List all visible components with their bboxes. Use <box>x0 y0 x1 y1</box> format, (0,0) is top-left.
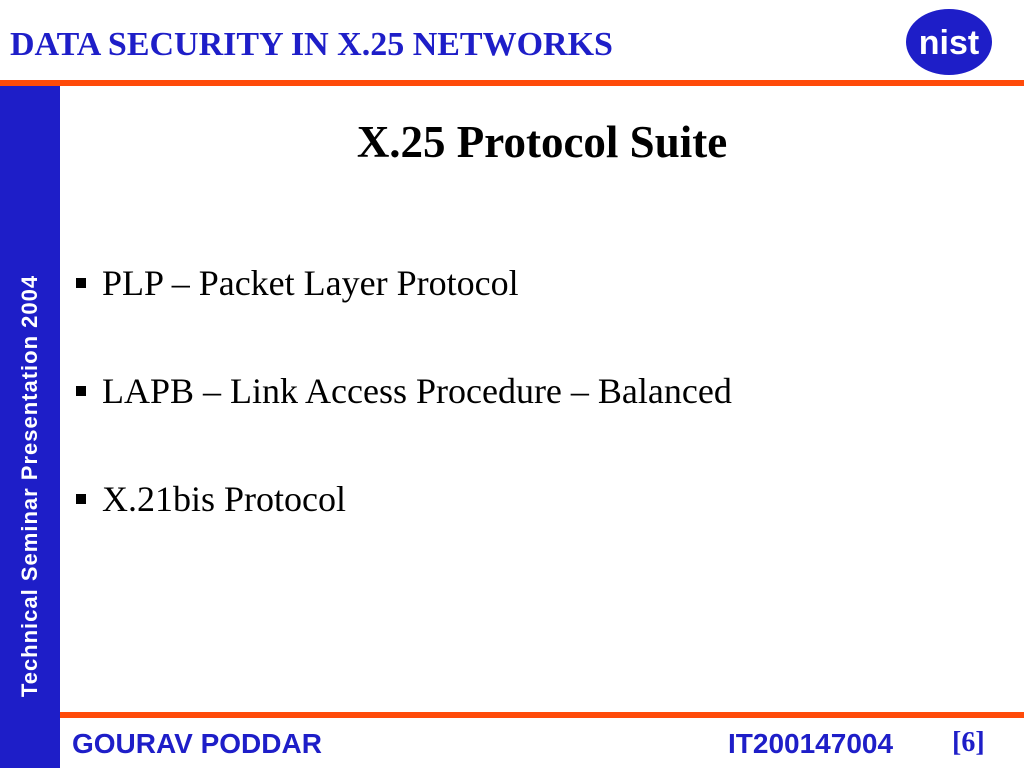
footer-author: GOURAV PODDAR <box>72 728 322 759</box>
footer-divider <box>60 712 1024 718</box>
bullet-list: PLP – Packet Layer Protocol LAPB – Link … <box>76 262 732 586</box>
slide-title: X.25 Protocol Suite <box>356 117 728 167</box>
bullet-text: LAPB – Link Access Procedure – Balanced <box>102 371 732 411</box>
bullet-text: PLP – Packet Layer Protocol <box>102 263 519 303</box>
header-divider <box>0 80 1024 86</box>
bullet-item: PLP – Packet Layer Protocol <box>76 262 732 370</box>
square-bullet-icon <box>76 278 86 288</box>
header-title: DATA SECURITY IN X.25 NETWORKS <box>10 26 613 63</box>
bullet-item: X.21bis Protocol <box>76 478 732 586</box>
square-bullet-icon <box>76 386 86 396</box>
bullet-text: X.21bis Protocol <box>102 479 347 519</box>
nist-logo: nist <box>906 9 992 75</box>
sidebar-band: Technical Seminar Presentation 2004 <box>0 86 60 768</box>
logo-text: nist <box>919 24 979 62</box>
sidebar-caption: Technical Seminar Presentation 2004 <box>17 274 42 698</box>
bullet-item: LAPB – Link Access Procedure – Balanced <box>76 370 732 478</box>
square-bullet-icon <box>76 494 86 504</box>
footer-student-id: IT200147004 <box>728 728 894 759</box>
page-number: [6] <box>952 727 985 758</box>
